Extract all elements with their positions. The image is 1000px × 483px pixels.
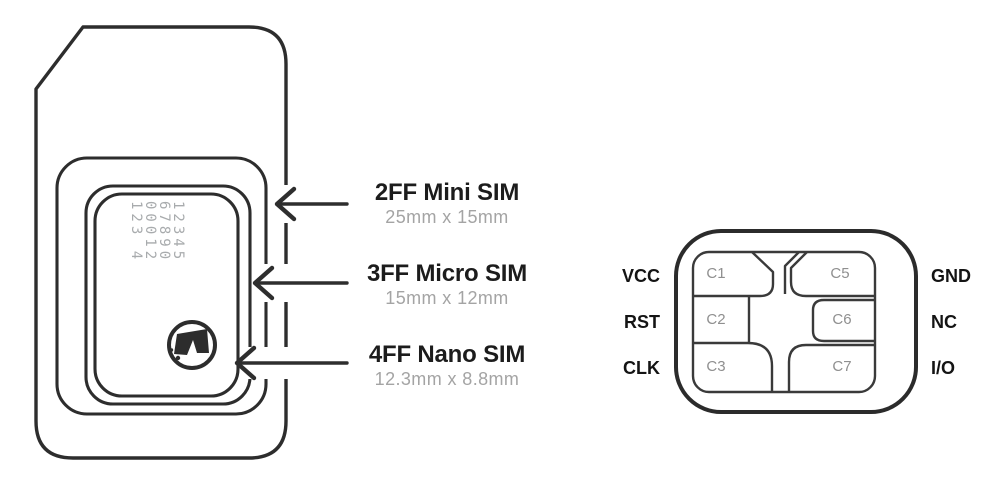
- micro-sim-arrow: [252, 265, 349, 301]
- sim-serial-number: 12345 67890 00012 123 4: [127, 201, 186, 283]
- full-size-card-outline: [34, 25, 288, 460]
- serial-line: 123 4: [128, 201, 144, 264]
- contact-c7-shape: [787, 343, 875, 392]
- micro-sim-title: 3FF Micro SIM: [366, 260, 528, 287]
- pin-label-gnd: GND: [931, 266, 971, 286]
- nano-sim-outline: [93, 192, 240, 398]
- micro-sim-label: 3FF Micro SIM 15mm x 12mm: [348, 260, 546, 309]
- serial-line: 67890: [156, 201, 172, 264]
- sim-pinout: [674, 229, 918, 414]
- contact-pad: [691, 250, 877, 394]
- nano-sim-dimensions: 12.3mm x 8.8mm: [374, 369, 520, 389]
- serial-line: 12345: [170, 201, 186, 264]
- contact-label-c1: C1: [706, 265, 726, 282]
- contact-label-c6: C6: [832, 311, 852, 328]
- contact-c1-shape: [693, 251, 775, 298]
- nano-sim-label: 4FF Nano SIM 12.3mm x 8.8mm: [348, 341, 546, 390]
- carrier-logo-icon: [167, 320, 217, 370]
- label-arrows: [234, 186, 349, 381]
- nano-sim-title: 4FF Nano SIM: [368, 341, 526, 368]
- mini-sim-arrow: [274, 186, 349, 222]
- contact-label-c3: C3: [706, 358, 726, 375]
- pin-label-rst: RST: [624, 312, 660, 332]
- center-divider: [783, 251, 800, 294]
- serial-line: 00012: [142, 201, 158, 264]
- pin-label-clk: CLK: [623, 358, 660, 378]
- contact-c6-shape: [811, 298, 875, 343]
- contact-label-c7: C7: [832, 358, 852, 375]
- nano-sim-arrow: [234, 345, 349, 381]
- mini-sim-title: 2FF Mini SIM: [374, 179, 520, 206]
- mini-sim-label: 2FF Mini SIM 25mm x 15mm: [348, 179, 546, 228]
- pinout-card-outline: [674, 229, 918, 414]
- contact-label-c5: C5: [830, 265, 850, 282]
- contact-label-c2: C2: [706, 311, 726, 328]
- contact-c3-shape: [747, 341, 774, 392]
- pin-label-vcc: VCC: [621, 266, 660, 286]
- mini-sim-dimensions: 25mm x 15mm: [385, 207, 509, 227]
- sim-size-comparison: [34, 25, 288, 460]
- pin-label-io: I/O: [931, 358, 956, 378]
- mini-sim-outline: [55, 156, 268, 416]
- micro-sim-dimensions: 15mm x 12mm: [385, 288, 509, 308]
- contact-c2-shape: [693, 296, 751, 345]
- contact-c5-shape: [789, 251, 875, 298]
- pin-label-nc: NC: [931, 312, 957, 332]
- micro-sim-outline: [84, 184, 252, 406]
